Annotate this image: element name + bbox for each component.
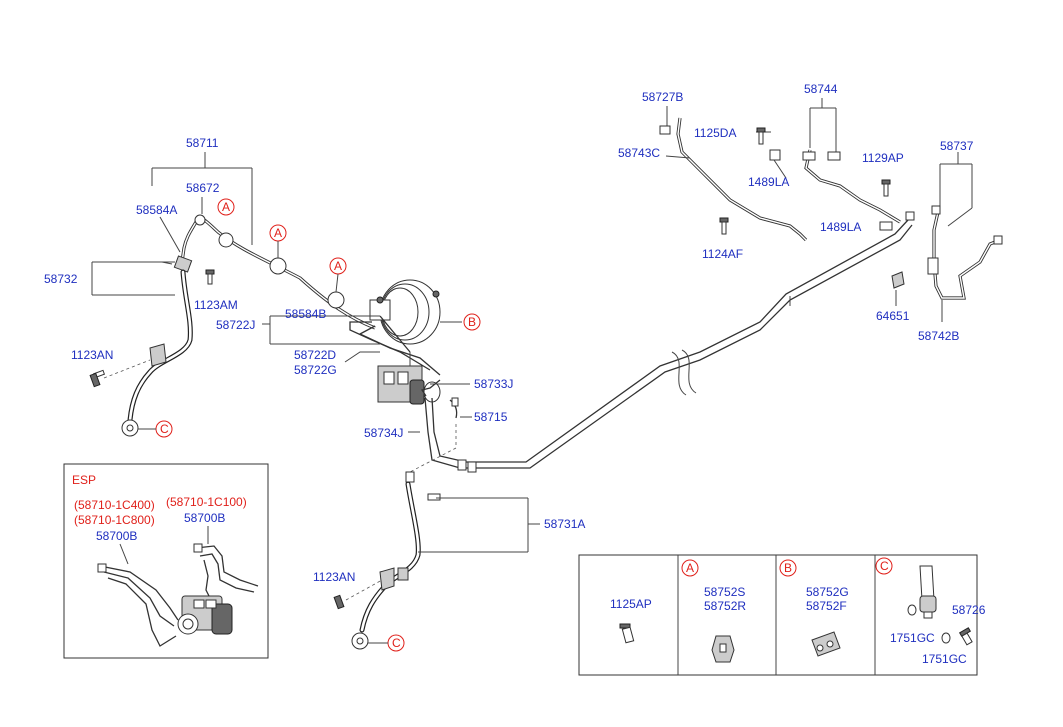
legend-part-1125ap: 1125AP (610, 597, 652, 611)
esp-alt-number-3: (58710-1C100) (166, 495, 247, 509)
rear-brake-pipes (420, 211, 915, 473)
legend-callout-c: C (875, 557, 893, 575)
part-number-58731a: 58731A (544, 517, 585, 531)
part-number-58743c: 58743C (618, 146, 660, 160)
callout-a-2: A (269, 224, 287, 258)
svg-text:A: A (222, 200, 230, 214)
part-number-1124af: 1124AF (702, 247, 743, 261)
part-number-1489la-b: 1489LA (820, 220, 861, 234)
legend-part-58752s: 58752S (704, 585, 745, 599)
part-number-58711: 58711 (186, 136, 219, 150)
svg-text:C: C (880, 559, 889, 573)
legend-part-58752g: 58752G (806, 585, 849, 599)
legend-part-58726: 58726 (952, 603, 986, 617)
lower-front-hose-assembly (333, 424, 540, 650)
legend-callout-b: B (779, 559, 797, 577)
part-number-58733j: 58733J (474, 377, 513, 391)
svg-text:A: A (686, 561, 694, 575)
part-number-58742b: 58742B (918, 329, 959, 343)
legend-part-1751gc-a: 1751GC (890, 631, 935, 645)
esp-inset-box: ESP (58710-1C400) (58710-1C800) (58710-1… (63, 463, 269, 659)
part-number-1123an-top: 1123AN (71, 348, 113, 362)
part-number-58732: 58732 (44, 272, 78, 286)
part-number-58727b: 58727B (642, 90, 683, 104)
part-number-1489la-a: 1489LA (748, 175, 789, 189)
svg-text:A: A (334, 259, 342, 273)
part-number-58672: 58672 (186, 181, 220, 195)
callout-a-3: A (329, 257, 347, 293)
svg-text:C: C (160, 422, 169, 436)
part-number-58744: 58744 (804, 82, 838, 96)
callout-b-main: B (463, 313, 481, 331)
part-number-1129ap: 1129AP (862, 151, 904, 165)
callout-c-left: C (138, 420, 173, 438)
svg-text:B: B (784, 561, 792, 575)
part-number-58584b: 58584B (285, 307, 326, 321)
legend-part-1751gc-b: 1751GC (922, 652, 967, 666)
right-rear-pipe-cluster (659, 98, 1003, 322)
esp-part-58700b-right: 58700B (184, 511, 225, 525)
part-number-64651: 64651 (876, 309, 910, 323)
part-number-58722d: 58722D (294, 348, 336, 362)
legend-part-58752r: 58752R (704, 599, 746, 613)
fastener-legend-table: 1125AP A 58752S 58752R B 58752G 58752F C (578, 554, 986, 676)
part-number-58584a: 58584A (136, 203, 177, 217)
brake-booster-and-hcu (262, 279, 472, 433)
part-number-58737: 58737 (940, 139, 974, 153)
svg-text:C: C (392, 636, 401, 650)
part-number-58734j: 58734J (364, 426, 403, 440)
part-number-58722g: 58722G (294, 363, 337, 377)
esp-alt-number-2: (58710-1C800) (74, 513, 155, 527)
part-number-1123am: 1123AM (194, 298, 238, 312)
part-number-1123an-bottom: 1123AN (313, 570, 355, 584)
callout-a-1: A (217, 198, 235, 216)
callout-c-bottom: C (368, 634, 405, 652)
svg-text:A: A (274, 226, 282, 240)
esp-title: ESP (72, 473, 96, 487)
left-front-hose-assembly (89, 152, 376, 437)
part-number-58722j: 58722J (216, 318, 255, 332)
legend-callout-a: A (681, 559, 699, 577)
part-number-1125da: 1125DA (694, 126, 736, 140)
esp-part-58700b-left: 58700B (96, 529, 137, 543)
part-number-58715: 58715 (474, 410, 508, 424)
svg-text:B: B (468, 315, 476, 329)
legend-part-58752f: 58752F (806, 599, 847, 613)
esp-alt-number-1: (58710-1C400) (74, 498, 155, 512)
